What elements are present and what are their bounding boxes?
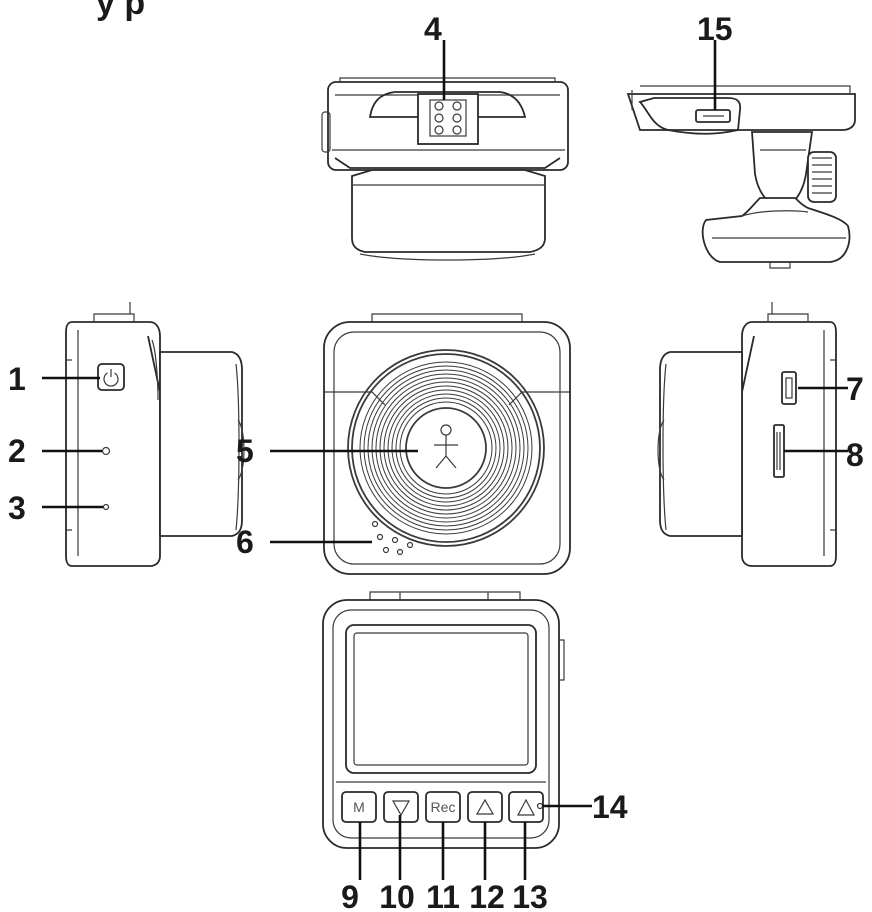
callout-14: 14 — [592, 789, 628, 825]
camera-lens — [347, 349, 545, 547]
lens-ring — [395, 397, 497, 499]
lens-ring — [391, 393, 501, 503]
callout-8: 8 — [846, 437, 864, 473]
callout-9: 9 — [341, 879, 359, 912]
callout-1: 1 — [8, 361, 26, 397]
alert-triangle-icon — [517, 798, 535, 816]
lens-ring — [375, 377, 517, 519]
lens-ring — [379, 381, 513, 515]
callout-10: 10 — [379, 879, 415, 912]
rec-button-label: Rec — [431, 799, 456, 815]
lens-ring — [387, 389, 505, 507]
callout-12: 12 — [469, 879, 505, 912]
back-view: M Rec — [322, 591, 565, 849]
callout-2: 2 — [8, 433, 26, 469]
knob — [807, 151, 837, 203]
callout-7: 7 — [846, 371, 864, 407]
triangle-up-icon — [475, 798, 495, 815]
callout-5: 5 — [236, 433, 254, 469]
callout-11: 11 — [426, 879, 460, 912]
callout-15: 15 — [697, 11, 733, 47]
power-icon — [103, 369, 119, 387]
callout-6: 6 — [236, 524, 254, 560]
front-view — [323, 313, 571, 575]
mount-connector — [429, 99, 467, 137]
menu-button-label: M — [353, 799, 365, 815]
partial-heading: y p — [96, 0, 145, 22]
lens-ring — [405, 407, 487, 489]
mount-view — [626, 85, 856, 269]
speaker-holes — [371, 520, 414, 556]
lens-ring — [359, 361, 533, 535]
reset-hole[interactable] — [101, 446, 111, 456]
lcd-screen — [353, 632, 529, 766]
lens-ring — [367, 369, 525, 527]
lens-ring — [399, 401, 493, 495]
lens-ring — [363, 365, 529, 531]
lens-ring — [371, 373, 521, 523]
lcd-frame — [345, 624, 537, 774]
triangle-down-icon — [391, 800, 411, 817]
microphone-hole — [102, 503, 110, 511]
callout-3: 3 — [8, 490, 26, 526]
callout-4: 4 — [424, 11, 442, 47]
usb-port[interactable] — [781, 371, 797, 405]
callout-13: 13 — [512, 879, 548, 912]
lens-ring — [383, 385, 509, 511]
top-view — [321, 77, 569, 261]
left-side-view — [65, 302, 245, 567]
usb-port-top — [695, 109, 731, 123]
lens-ring — [351, 353, 541, 543]
lens-symbol — [434, 424, 458, 469]
right-side-view — [657, 302, 837, 567]
lens-ring — [347, 349, 545, 547]
